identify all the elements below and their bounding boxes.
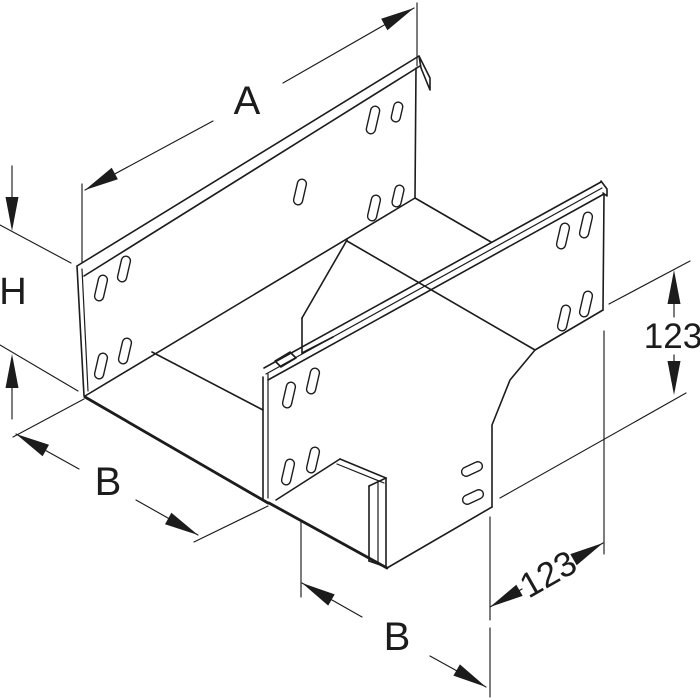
- perforation-slots: [93, 101, 594, 505]
- transition-gusset-edge-1: [301, 239, 348, 319]
- dimension-B-bottom: B: [300, 516, 491, 698]
- dim-123-right-label: 123: [644, 317, 700, 356]
- end-bar-bottom-edge: [368, 560, 387, 568]
- dim-123-right-arrow-down: [667, 361, 681, 395]
- wall-slot: [305, 446, 321, 474]
- front-wall-right-edge: [602, 194, 605, 311]
- wall-slot: [365, 105, 381, 135]
- front-wall-bottom-edge-right: [534, 309, 604, 351]
- dim-B-left-arrow-2: [165, 512, 198, 535]
- dim-123-bottom-label: 123: [513, 543, 583, 606]
- dim-B-bottom-label: B: [384, 615, 411, 659]
- wall-slot: [305, 367, 321, 395]
- dim-123-right-ext-bottom: [499, 392, 687, 499]
- front-wall-flange-cap: [600, 180, 608, 197]
- dimension-B-left: B: [12, 398, 269, 543]
- wall-slot: [116, 255, 132, 283]
- dim-123-right-arrow-up: [667, 270, 681, 304]
- dim-123-bottom-arrow-2: [570, 543, 603, 566]
- end-bar-top-edge: [368, 477, 387, 487]
- floor-slot: [460, 461, 484, 477]
- wall-slot: [281, 381, 297, 409]
- floor-slot: [461, 489, 485, 505]
- near-end-return-edge-1: [275, 458, 341, 501]
- wall-slot: [555, 222, 571, 250]
- front-wall-flange-line-3: [267, 193, 605, 381]
- dim-H-ext-bottom: [0, 344, 79, 392]
- back-wall-right-edge: [414, 67, 417, 199]
- big-end-floor-edge: [83, 395, 270, 505]
- dim-H-ext-top: [0, 224, 72, 264]
- back-wall-bottom-edge: [84, 197, 416, 397]
- wall-slot: [117, 337, 133, 365]
- transition-gusset-edge-3: [301, 336, 334, 354]
- dim-H-label: H: [0, 271, 27, 313]
- back-wall-top-edge: [76, 55, 420, 267]
- dim-B-left-ext-1: [12, 398, 85, 438]
- wall-slot: [292, 178, 308, 206]
- floor-front-edge: [386, 506, 493, 569]
- back-wall-top-edge-inner: [83, 65, 421, 277]
- near-end-return-edge-3: [336, 463, 385, 484]
- back-wall-flange-cap: [418, 55, 431, 91]
- wall-slot: [556, 304, 572, 332]
- flange-clip-tab: [274, 351, 297, 368]
- wall-slot: [578, 211, 594, 239]
- floor-far-end-edge: [414, 197, 492, 243]
- back-wall-left-edge-inner: [81, 268, 89, 392]
- dimension-A: A: [81, 2, 418, 264]
- front-wall-flange-line-1: [263, 181, 602, 369]
- dimension-H: H: [0, 165, 79, 420]
- dim-B-bottom-arrow-1: [302, 583, 335, 606]
- wall-slot: [93, 274, 109, 302]
- dim-B-bottom-arrow-2: [453, 664, 486, 687]
- dimension-123-bottom: 123: [489, 330, 605, 608]
- dim-B-left-ext-2: [193, 505, 269, 543]
- near-end-floor-edge: [267, 501, 389, 570]
- wall-slot: [391, 184, 405, 208]
- dim-A-arrow-left: [85, 167, 118, 190]
- back-wall-left-edge: [76, 265, 85, 397]
- dim-H-arrow-down: [5, 197, 19, 231]
- tray-body: [76, 55, 608, 570]
- dim-A-arrow-right: [381, 8, 414, 31]
- dim-123-bottom-arrow-1: [490, 584, 523, 607]
- transition-floor-corner-line: [346, 240, 536, 351]
- wall-slot: [578, 290, 594, 318]
- dim-B-left-label: B: [95, 460, 122, 504]
- wall-slot: [390, 101, 404, 123]
- reducer-step-edge: [491, 349, 536, 508]
- near-end-return-edge-2: [339, 458, 387, 479]
- wall-slot: [93, 352, 109, 380]
- dim-A-label: A: [234, 79, 261, 123]
- dimension-123-right: 123: [499, 260, 700, 499]
- floor-inner-corner-line: [151, 351, 264, 411]
- dim-B-left-arrow-1: [16, 434, 49, 457]
- wall-slot: [280, 458, 296, 486]
- dim-H-arrow-up: [5, 354, 19, 388]
- wall-slot: [366, 194, 382, 222]
- dim-123-right-ext-top: [608, 260, 691, 305]
